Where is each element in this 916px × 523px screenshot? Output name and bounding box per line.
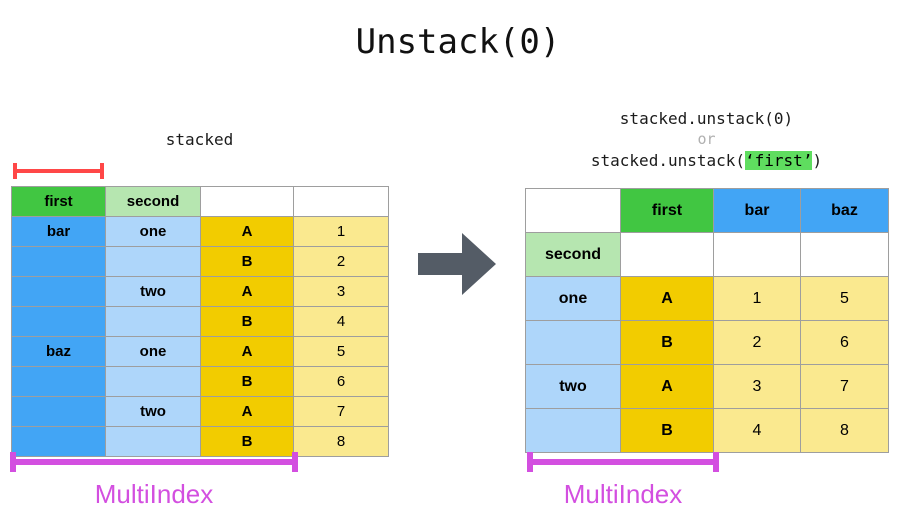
bracket-cap-right [292, 452, 298, 472]
table-row: B 2 6 [525, 320, 889, 365]
cell-value: 7 [293, 396, 389, 427]
cell-second: one [105, 336, 201, 367]
cell-value-bar: 4 [713, 408, 801, 453]
cell-value-bar: 3 [713, 364, 801, 409]
table-row: two A 3 [11, 276, 389, 307]
cell-label: B [200, 306, 294, 337]
page-title: Unstack(0) [355, 22, 561, 62]
cell-second [525, 320, 621, 365]
bracket-bar [10, 459, 298, 465]
cell-label: B [620, 320, 714, 365]
header-cell-corner [525, 188, 621, 233]
cell-value-baz: 5 [800, 276, 889, 321]
cell-label: A [620, 364, 714, 409]
table-header-row-2: second [525, 232, 889, 277]
cell-label: A [200, 216, 294, 247]
table-row: one A 1 5 [525, 276, 889, 321]
right-table-caption: stacked.unstack(0) or stacked.unstack(‘f… [525, 108, 888, 171]
header-cell-bar: bar [713, 188, 801, 233]
cell-second: one [105, 216, 201, 247]
cell-first [11, 396, 106, 427]
cell-value: 1 [293, 216, 389, 247]
cell-value: 6 [293, 366, 389, 397]
cell-second [525, 408, 621, 453]
table-row: B 2 [11, 246, 389, 277]
cell-value-baz: 8 [800, 408, 889, 453]
table-row: B 8 [11, 426, 389, 457]
header-cell-blank-2 [713, 232, 801, 277]
bracket-bar [527, 459, 719, 465]
multiindex-label-right: MultiIndex [563, 479, 683, 509]
header-cell-second: second [525, 232, 621, 277]
cell-label: A [620, 276, 714, 321]
cell-label: B [200, 366, 294, 397]
cell-second: two [105, 396, 201, 427]
cell-value: 8 [293, 426, 389, 457]
cell-first [11, 276, 106, 307]
cell-first [11, 426, 106, 457]
table-row: two A 3 7 [525, 364, 889, 409]
caption-prefix: stacked.unstack( [590, 151, 746, 170]
table-row: B 4 8 [525, 408, 889, 453]
caption-line-3: stacked.unstack(‘first’) [591, 151, 822, 170]
cell-value-bar: 1 [713, 276, 801, 321]
cell-second: one [525, 276, 621, 321]
left-table-caption: stacked [165, 130, 234, 149]
cell-label: B [620, 408, 714, 453]
cell-label: B [200, 426, 294, 457]
cell-value-bar: 2 [713, 320, 801, 365]
cell-label: A [200, 276, 294, 307]
header-cell-second: second [105, 186, 201, 217]
caption-or: or [697, 130, 716, 148]
table-row: bar one A 1 [11, 216, 389, 247]
cell-value: 3 [293, 276, 389, 307]
first-level-bracket [13, 163, 104, 179]
cell-label: A [200, 396, 294, 427]
unstacked-table: first bar baz second one A 1 5 B 2 6 two… [525, 188, 889, 453]
cell-second [105, 306, 201, 337]
right-arrow-icon [418, 233, 496, 295]
header-cell-blank-1 [620, 232, 714, 277]
table-row: two A 7 [11, 396, 389, 427]
table-row: baz one A 5 [11, 336, 389, 367]
header-cell-baz: baz [800, 188, 889, 233]
cell-value: 5 [293, 336, 389, 367]
header-cell-first: first [620, 188, 714, 233]
table-row: B 6 [11, 366, 389, 397]
cell-value: 2 [293, 246, 389, 277]
bracket-bar [13, 169, 104, 173]
cell-second: two [525, 364, 621, 409]
cell-second [105, 246, 201, 277]
cell-first [11, 246, 106, 277]
table-header-row-1: first bar baz [525, 188, 889, 233]
header-cell-blank-3 [800, 232, 889, 277]
multiindex-bracket-left [10, 452, 298, 472]
cell-second [105, 366, 201, 397]
cell-value: 4 [293, 306, 389, 337]
header-cell-blank-2 [293, 186, 389, 217]
bracket-cap-right [100, 163, 104, 179]
cell-first: bar [11, 216, 106, 247]
cell-first: baz [11, 336, 106, 367]
table-row: B 4 [11, 306, 389, 337]
cell-label: B [200, 246, 294, 277]
cell-label: A [200, 336, 294, 367]
multiindex-label-left: MultiIndex [94, 479, 214, 509]
header-cell-first: first [11, 186, 106, 217]
cell-first [11, 366, 106, 397]
cell-second: two [105, 276, 201, 307]
bracket-cap-right [713, 452, 719, 472]
stacked-table: first second bar one A 1 B 2 two A 3 B [11, 186, 389, 457]
table-header-row: first second [11, 186, 389, 217]
cell-first [11, 306, 106, 337]
header-cell-blank-1 [200, 186, 294, 217]
caption-line-1: stacked.unstack(0) [619, 109, 794, 128]
caption-suffix: ) [812, 151, 823, 170]
cell-value-baz: 6 [800, 320, 889, 365]
caption-arg-highlight: ‘first’ [745, 151, 813, 170]
multiindex-bracket-right [527, 452, 719, 472]
cell-value-baz: 7 [800, 364, 889, 409]
